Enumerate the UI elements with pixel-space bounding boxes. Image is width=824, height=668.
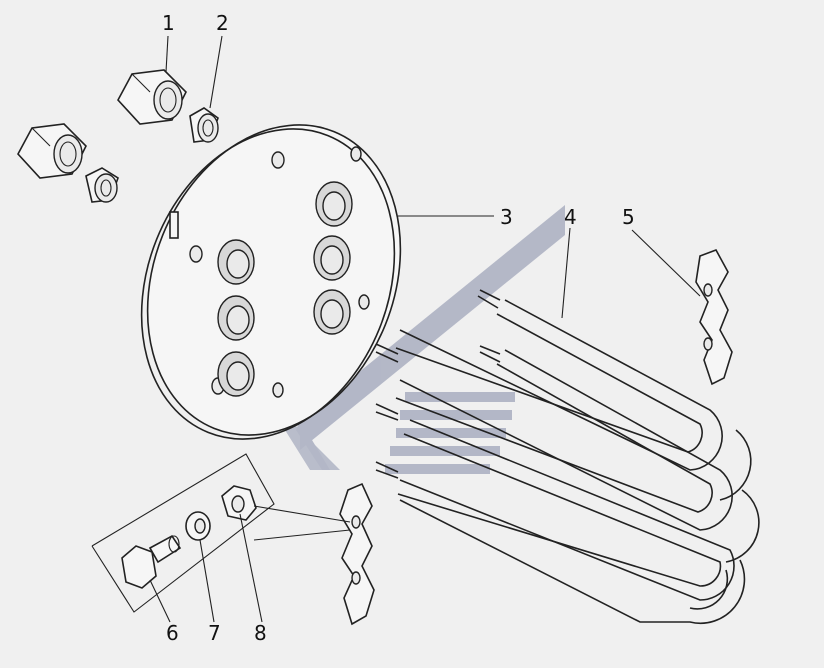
- bushing-2: [85, 167, 119, 203]
- hex-nut-large-1: [117, 69, 187, 125]
- callout-4: 4: [564, 205, 577, 229]
- flange-bosses: [217, 181, 353, 397]
- bushing-1: [189, 107, 219, 143]
- bracket-5: [695, 249, 733, 386]
- callout-2: 2: [216, 11, 229, 35]
- callout-1: 1: [162, 11, 175, 35]
- bolt-6: [121, 534, 182, 589]
- callout-5: 5: [622, 205, 635, 229]
- leader-lines: [149, 35, 701, 623]
- flange-plate: [140, 124, 402, 440]
- callout-8: 8: [254, 621, 267, 645]
- nut-8: [221, 485, 257, 521]
- washer-7: [185, 511, 211, 541]
- heating-element-2: [375, 343, 733, 531]
- hex-nut-large-2: [17, 123, 87, 179]
- callout-7: 7: [208, 621, 221, 645]
- heating-element-1: [395, 289, 723, 471]
- callout-labels: 1 2 3 4 5 6 7 8: [162, 11, 635, 645]
- heating-element-3: [375, 403, 735, 601]
- callout-6: 6: [166, 621, 179, 645]
- kit-outline: [91, 453, 275, 613]
- heating-element-outer: [399, 429, 760, 625]
- callout-3: 3: [500, 205, 513, 229]
- bracket-kit: [339, 482, 375, 626]
